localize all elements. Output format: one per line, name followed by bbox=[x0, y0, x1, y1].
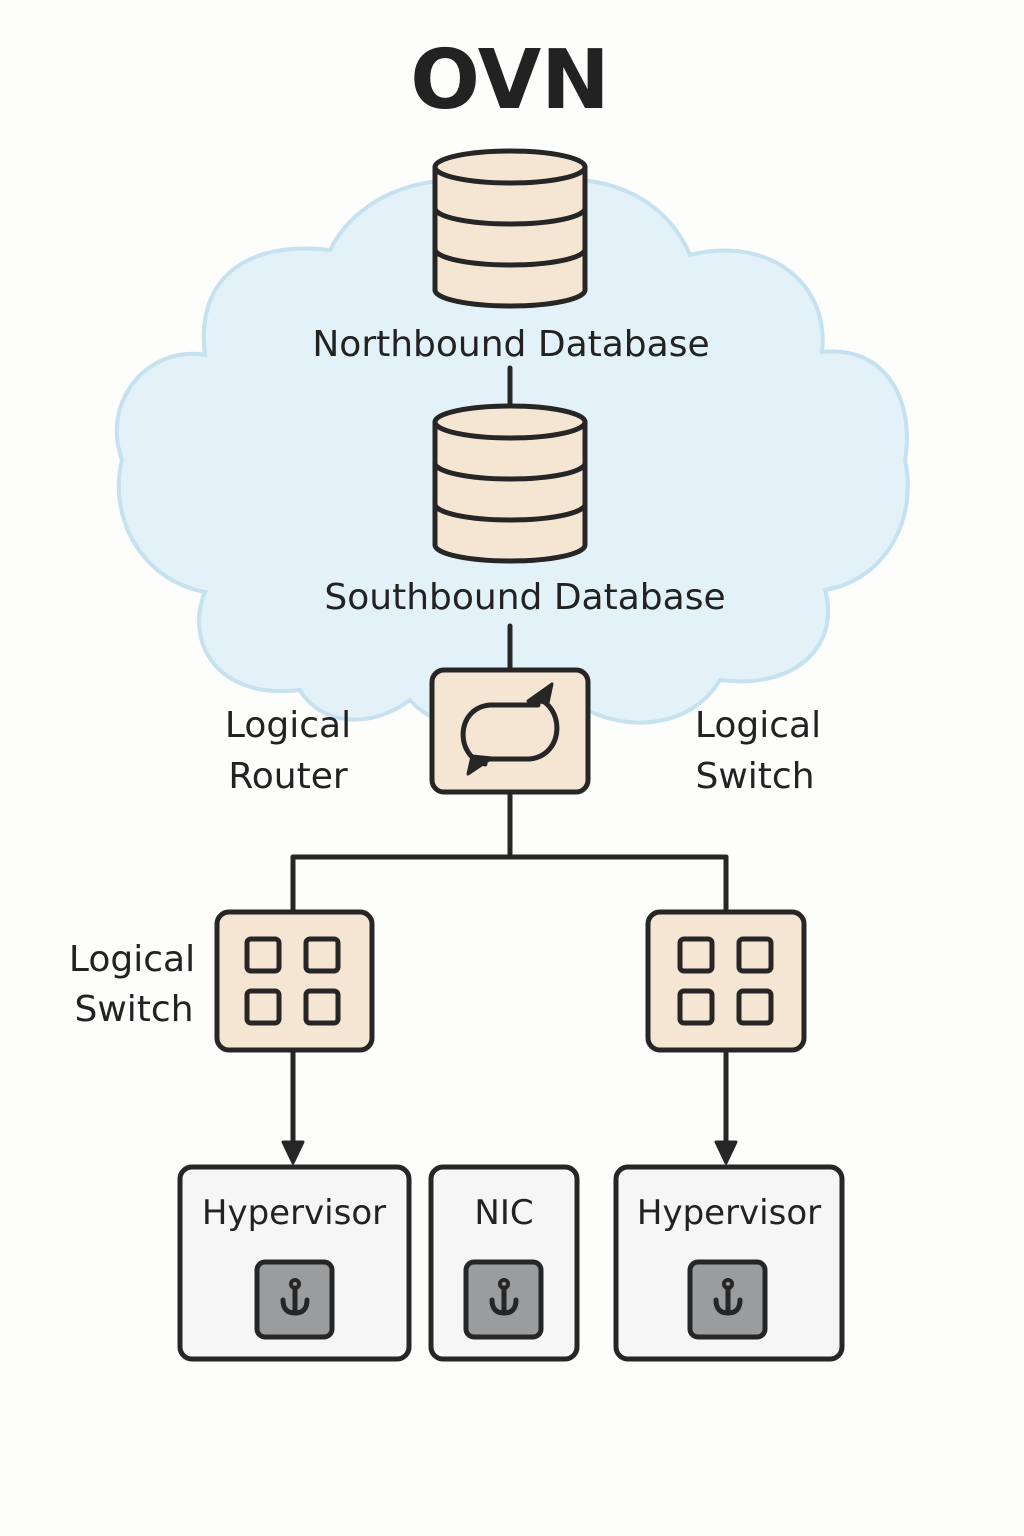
host-label: NIC bbox=[474, 1193, 533, 1233]
host-nic: NIC bbox=[428, 1164, 580, 1362]
logical-switch-left-label-line1: Logical bbox=[69, 939, 195, 980]
host-label: Hypervisor bbox=[202, 1193, 386, 1233]
logical-router-node bbox=[429, 667, 591, 795]
logical-switch-right-label-line1: Logical bbox=[695, 705, 821, 746]
arrow-right-switch-to-hypervisor bbox=[714, 1047, 738, 1165]
host-label: Hypervisor bbox=[637, 1193, 821, 1233]
arrow-left-switch-to-hypervisor bbox=[281, 1047, 305, 1165]
anchor-icon bbox=[463, 1259, 544, 1340]
host-hypervisor-left: Hypervisor bbox=[177, 1164, 412, 1362]
northbound-database-icon bbox=[432, 148, 588, 309]
anchor-icon bbox=[687, 1259, 768, 1340]
logical-router-label-line1: Logical bbox=[225, 705, 351, 746]
grid-icon bbox=[677, 936, 774, 1026]
tree-connectors bbox=[290, 789, 729, 915]
logical-switch-left-label-line2: Switch bbox=[74, 989, 193, 1030]
logical-switch-right-node bbox=[645, 909, 807, 1053]
logical-switch-right-label-line2: Switch bbox=[695, 756, 814, 797]
southbound-database-label: Southbound Database bbox=[324, 577, 725, 618]
logical-router-label-line2: Router bbox=[228, 756, 348, 797]
diagram-title: OVN bbox=[410, 33, 610, 128]
logical-switch-left-node bbox=[214, 909, 375, 1053]
anchor-icon bbox=[254, 1259, 335, 1340]
sync-arrows-icon bbox=[460, 682, 560, 776]
southbound-database-icon bbox=[432, 403, 588, 564]
host-hypervisor-right: Hypervisor bbox=[613, 1164, 845, 1362]
grid-icon bbox=[244, 936, 341, 1026]
northbound-database-label: Northbound Database bbox=[312, 324, 709, 365]
